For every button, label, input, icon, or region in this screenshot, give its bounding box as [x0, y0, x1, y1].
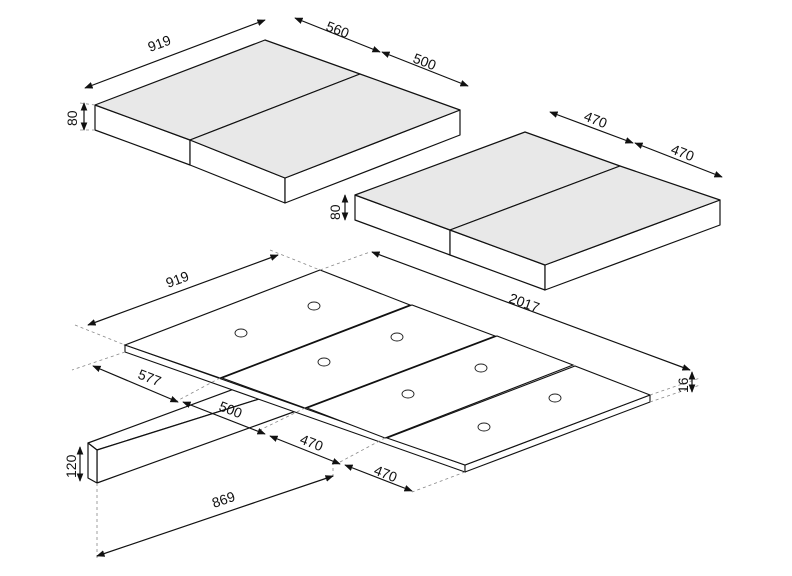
cushion-set-a [94, 39, 461, 204]
dim-cushion-a-height: 80 [64, 110, 80, 126]
cushion-a-right-top [189, 73, 461, 179]
dim-board-panel-2: 500 [217, 398, 245, 421]
dim-beam-length: 869 [210, 488, 237, 511]
dimension-lines [76, 17, 723, 557]
base-board [123, 269, 652, 473]
dim-beam-height: 120 [63, 454, 79, 478]
dim-board-panel-4: 470 [372, 462, 400, 485]
dim-board-panel-1: 577 [136, 366, 164, 389]
dim-cushion-b-depth-2: 470 [669, 141, 697, 164]
dim-board-length: 2017 [507, 290, 542, 316]
dim-cushion-b-height: 80 [327, 204, 343, 220]
dim-board-thickness: 16 [675, 377, 691, 393]
dim-cushion-a-depth-2: 500 [411, 50, 439, 73]
dim-board-panel-3: 470 [298, 431, 326, 454]
dim-cushion-b-depth-1: 470 [582, 108, 610, 131]
dim-cushion-a-depth-1: 560 [324, 18, 352, 41]
dim-cushion-a-length: 919 [146, 32, 174, 55]
dim-board-width: 919 [164, 268, 192, 291]
extension-lines [71, 102, 701, 560]
dimension-labels: 919 560 500 80 470 470 80 919 2017 16 57… [63, 18, 697, 511]
